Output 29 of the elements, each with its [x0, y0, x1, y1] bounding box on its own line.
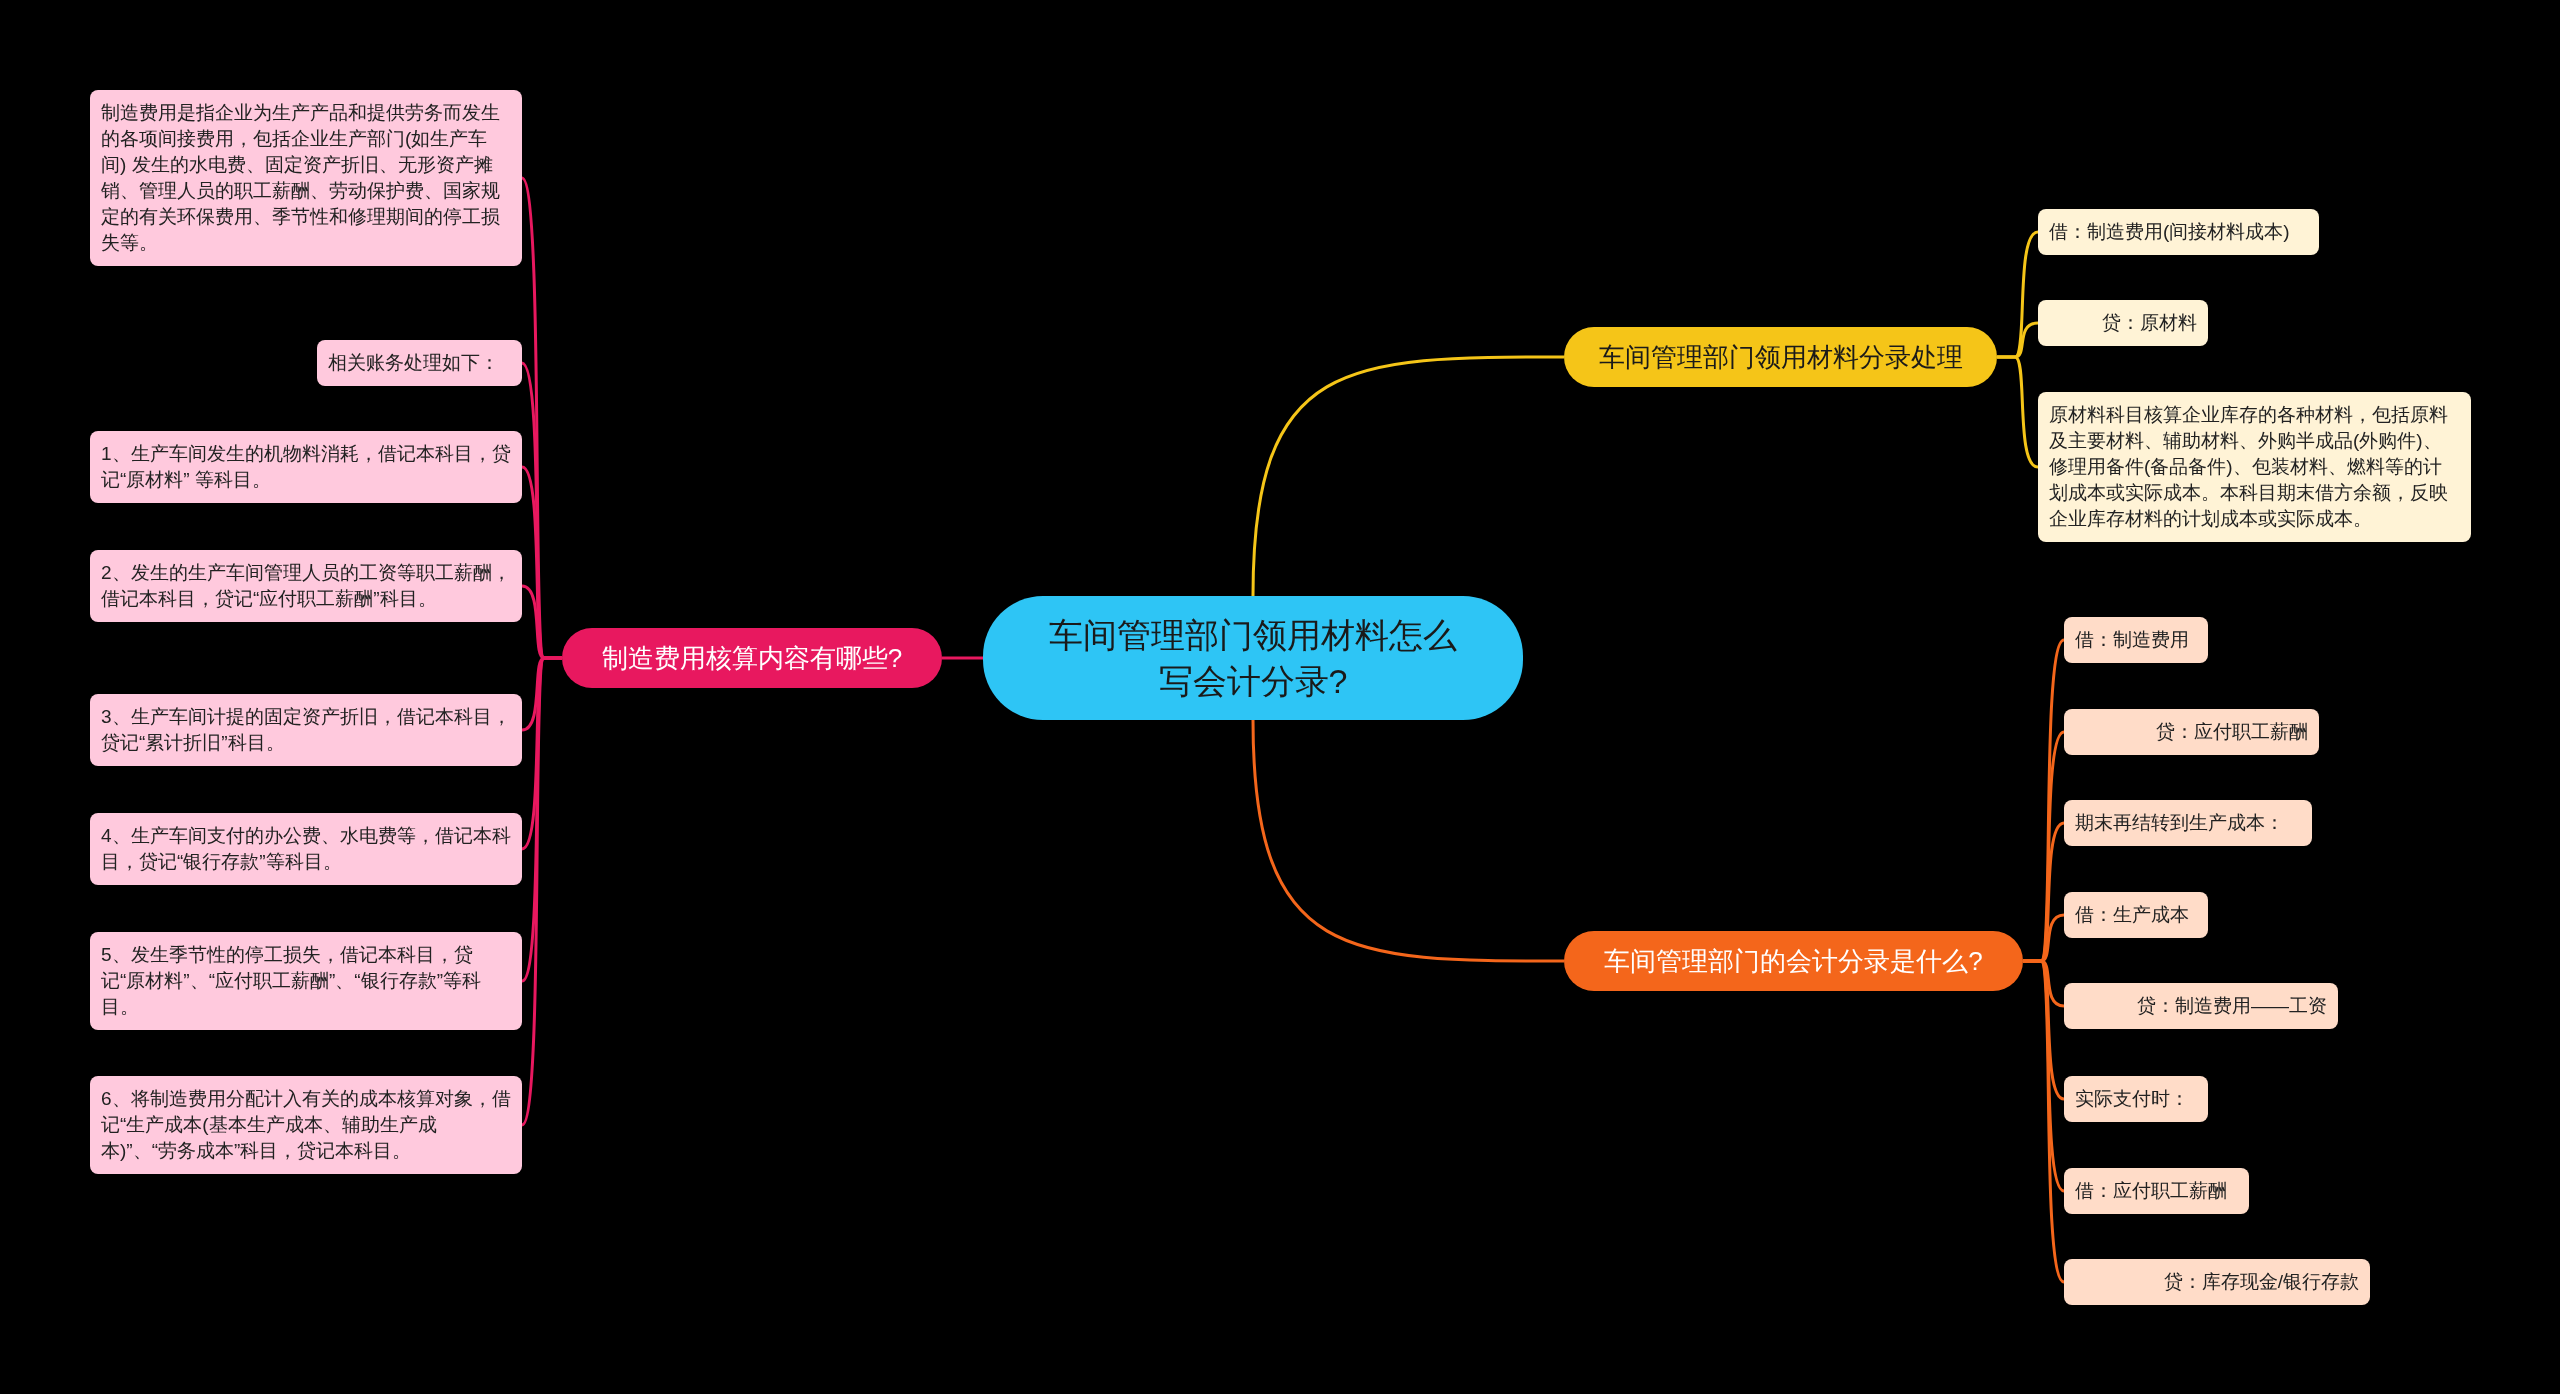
note-box: 相关账务处理如下：: [317, 340, 522, 386]
note-box: 原材料科目核算企业库存的各种材料，包括原料及主要材料、辅助材料、外购半成品(外购件)、修理用备件(备品备件)、包装材料、燃料等的计划成本或实际成本。本科目期末借方余额，反映企业库存材料的计划成本或实际成本。: [2038, 392, 2471, 542]
note-box: 5、发生季节性的停工损失，借记本科目，贷记“原材料”、“应付职工薪酬”、“银行存款”等科目。: [90, 932, 522, 1030]
connector-line: [2023, 959, 2066, 1283]
connector-line: [1251, 719, 1564, 963]
note-box: 借：制造费用: [2064, 617, 2208, 663]
connector-line: [1997, 355, 2039, 469]
note-box: 贷：库存现金/银行存款: [2064, 1259, 2370, 1305]
branch-topic: 车间管理部门的会计分录是什么?: [1564, 931, 2023, 991]
note-box: 制造费用是指企业为生产产品和提供劳务而发生的各项间接费用，包括企业生产部门(如生产车间) 发生的水电费、固定资产折旧、无形资产摊销、管理人员的职工薪酬、劳动保护费、国家规定的有关环保费用、季节性和修理期间的停工损失等。: [90, 90, 522, 266]
note-box: 4、生产车间支付的办公费、水电费等，借记本科目，贷记“银行存款”等科目。: [90, 813, 522, 885]
connector-line: [942, 656, 983, 660]
branch-topic: 车间管理部门领用材料分录处理: [1564, 327, 1997, 387]
note-box: 3、生产车间计提的固定资产折旧，借记本科目，贷记“累计折旧”科目。: [90, 694, 522, 766]
connector-line: [520, 656, 562, 1126]
note-box: 贷：应付职工薪酬: [2064, 709, 2319, 755]
note-box: 1、生产车间发生的机物料消耗，借记本科目，贷记“原材料” 等科目。: [90, 431, 522, 503]
note-box: 贷：制造费用——工资: [2064, 983, 2338, 1029]
central-topic: 车间管理部门领用材料怎么写会计分录?: [983, 596, 1523, 720]
note-box: 借：生产成本: [2064, 892, 2208, 938]
branch-topic: 制造费用核算内容有哪些?: [562, 628, 942, 688]
connector-line: [1251, 355, 1564, 597]
note-box: 借：制造费用(间接材料成本): [2038, 209, 2319, 255]
note-box: 借：应付职工薪酬: [2064, 1168, 2249, 1214]
note-box: 6、将制造费用分配计入有关的成本核算对象，借记“生产成本(基本生产成本、辅助生产成本)”、“劳务成本”科目，贷记本科目。: [90, 1076, 522, 1174]
note-box: 期末再结转到生产成本：: [2064, 800, 2312, 846]
note-box: 2、发生的生产车间管理人员的工资等职工薪酬，借记本科目，贷记“应付职工薪酬”科目。: [90, 550, 522, 622]
note-box: 实际支付时：: [2064, 1076, 2208, 1122]
note-box: 贷：原材料: [2038, 300, 2208, 346]
